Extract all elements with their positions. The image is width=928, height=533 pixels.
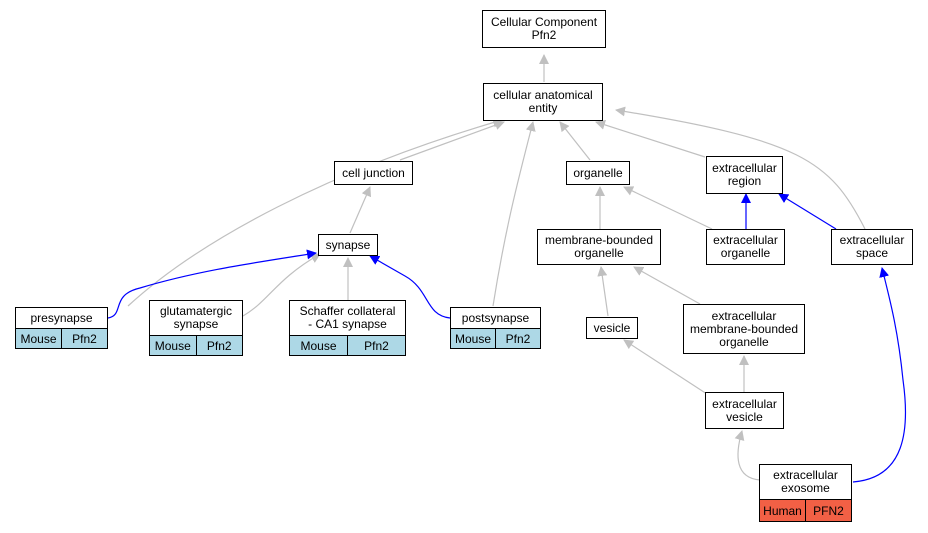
edge-eco-org bbox=[623, 186, 713, 230]
edge-syn-cj bbox=[349, 186, 371, 234]
node-cell-junction[interactable]: cell junction bbox=[334, 161, 413, 185]
edge-post-cae bbox=[492, 121, 536, 307]
edge-ecs-ecr bbox=[778, 193, 837, 230]
gene-label: Pfn2 bbox=[195, 336, 242, 355]
node-membrane-bounded-organelle[interactable]: membrane-bounded organelle bbox=[537, 229, 661, 265]
annotation-row-extracellular-exosome: Human PFN2 bbox=[759, 500, 852, 522]
edge-exo-ecs bbox=[852, 267, 907, 483]
annotation-row-glutamatergic-synapse: Mouse Pfn2 bbox=[149, 336, 243, 356]
gene-label: PFN2 bbox=[805, 500, 851, 521]
edge-exo-ev bbox=[734, 430, 761, 481]
node-extracellular-membrane-bounded-organelle[interactable]: extracellular membrane-bounded organelle bbox=[683, 304, 805, 354]
node-extracellular-region[interactable]: extracellular region bbox=[706, 156, 783, 194]
node-glutamatergic-synapse[interactable]: glutamatergic synapse bbox=[149, 300, 243, 336]
organism-label: Mouse bbox=[451, 329, 495, 348]
node-extracellular-vesicle[interactable]: extracellular vesicle bbox=[705, 392, 784, 429]
gene-label: Pfn2 bbox=[347, 336, 405, 355]
node-vesicle[interactable]: vesicle bbox=[586, 317, 638, 339]
node-synapse[interactable]: synapse bbox=[318, 234, 378, 256]
gene-label: Pfn2 bbox=[61, 329, 107, 348]
annotation-row-presynapse: Mouse Pfn2 bbox=[15, 329, 108, 349]
organism-label: Mouse bbox=[290, 336, 347, 355]
annotation-row-schaffer-collateral-synapse: Mouse Pfn2 bbox=[289, 336, 406, 356]
edge-cj-cae bbox=[399, 120, 505, 161]
node-extracellular-organelle[interactable]: extracellular organelle bbox=[706, 229, 785, 265]
node-organelle[interactable]: organelle bbox=[566, 161, 630, 185]
edge-pre-syn bbox=[107, 249, 317, 319]
node-postsynapse[interactable]: postsynapse bbox=[450, 307, 541, 329]
node-cellular-anatomical-entity[interactable]: cellular anatomical entity bbox=[483, 83, 603, 121]
edge-post-syn bbox=[369, 255, 451, 319]
edge-ecs-cae bbox=[615, 106, 866, 230]
gene-label: Pfn2 bbox=[495, 329, 540, 348]
node-extracellular-space[interactable]: extracellular space bbox=[831, 229, 913, 265]
annotation-row-postsynapse: Mouse Pfn2 bbox=[450, 329, 541, 349]
node-presynapse[interactable]: presynapse bbox=[15, 307, 108, 329]
edge-ev-ves bbox=[623, 339, 711, 397]
node-extracellular-exosome[interactable]: extracellular exosome bbox=[759, 464, 852, 500]
node-cellular-component[interactable]: Cellular Component Pfn2 bbox=[482, 10, 606, 48]
organism-label: Mouse bbox=[16, 329, 61, 348]
edge-pre-cae bbox=[127, 117, 503, 307]
organism-label: Mouse bbox=[150, 336, 196, 355]
edge-ecr-cae bbox=[595, 119, 706, 158]
edge-embo-mbo bbox=[633, 266, 701, 305]
edge-glu-syn bbox=[242, 253, 321, 317]
edge-ves-mbo bbox=[597, 266, 609, 317]
edge-org-cae bbox=[559, 121, 591, 161]
node-schaffer-collateral-synapse[interactable]: Schaffer collateral - CA1 synapse bbox=[289, 300, 406, 336]
organism-label: Human bbox=[760, 500, 805, 521]
